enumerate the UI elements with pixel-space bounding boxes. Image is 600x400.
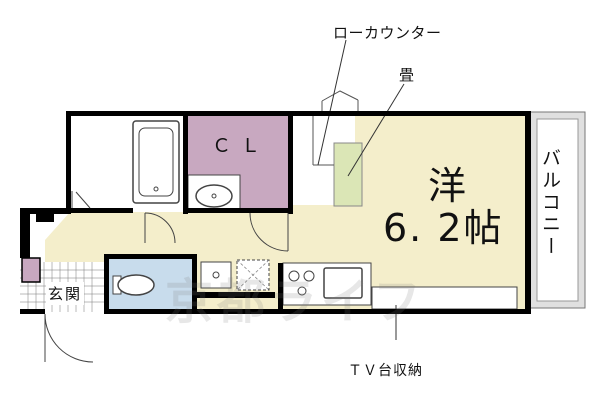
entrance-label: 玄関 [46, 282, 85, 305]
counter-leader [317, 39, 347, 166]
room-size-label: 6. 2帖 [383, 206, 504, 250]
washbasin [195, 184, 233, 208]
toilet-bowl [117, 274, 155, 296]
tatami-label: 畳 [399, 66, 415, 84]
counter-top [312, 90, 359, 166]
kitchen-sink [323, 267, 363, 299]
balcony-inner [536, 118, 579, 302]
door-swings [44, 191, 289, 363]
walls [20, 111, 531, 314]
shoe-box [21, 257, 41, 283]
washing-machine-drain [212, 271, 220, 279]
washbasin-drain [211, 193, 217, 199]
balcony-label: バルコニー [539, 148, 561, 258]
low-counter-label: ローカウンター [333, 24, 442, 42]
watermark-logo: 京都ライフ [165, 274, 426, 330]
bathtub-drain [153, 186, 159, 192]
stove-burners [288, 270, 315, 296]
closet-label: ＣＬ [212, 135, 271, 157]
tatami-mat [333, 142, 363, 207]
room-type-label: 洋 [428, 164, 467, 208]
bathtub-inner [138, 127, 174, 197]
tatami-leader [347, 83, 405, 177]
tv-storage-label: ＴＶ台収納 [348, 363, 423, 379]
washing-machine-pan [200, 261, 232, 289]
